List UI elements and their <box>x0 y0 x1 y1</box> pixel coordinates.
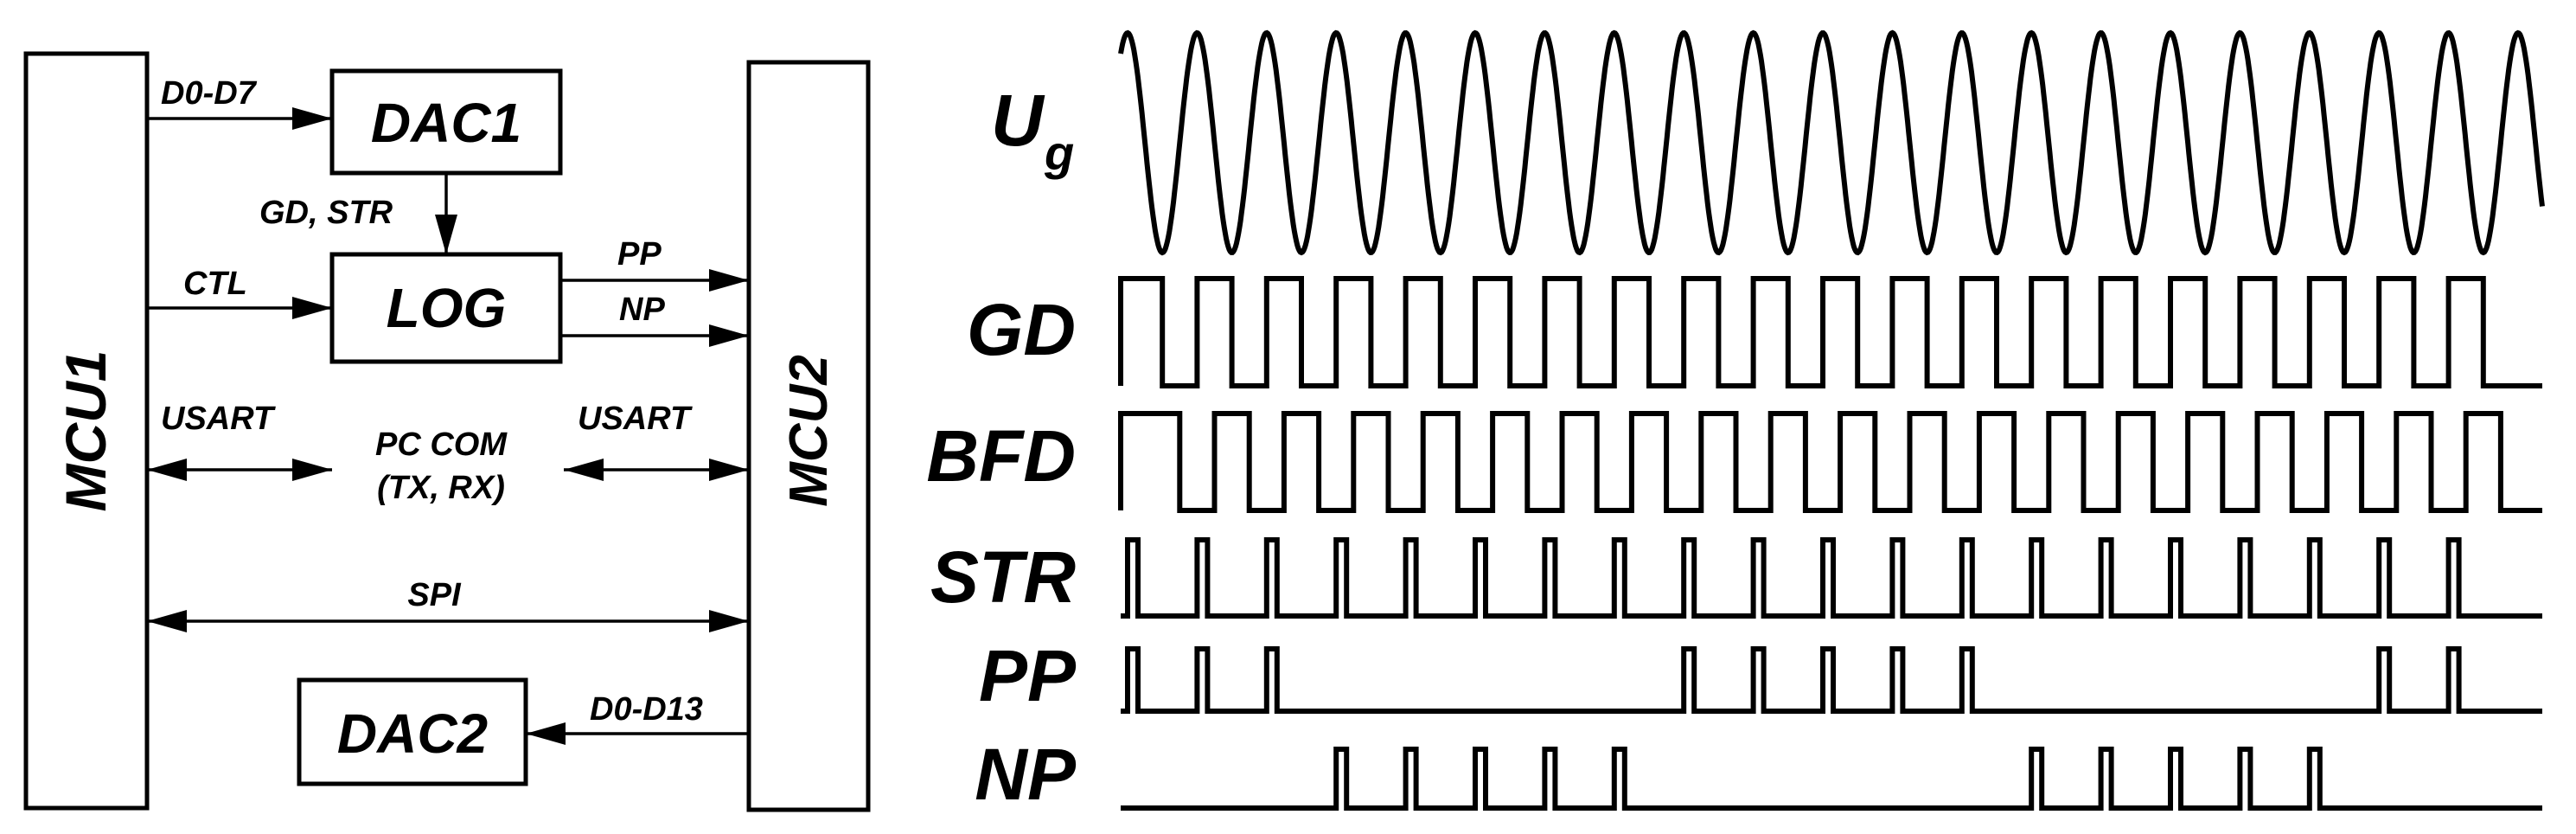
str-waveform <box>1121 537 2542 619</box>
pp-waveform <box>1121 646 2542 714</box>
dac2-label: DAC2 <box>337 702 488 765</box>
pc-com-sublabel: (TX, RX) <box>377 470 505 506</box>
np-label: NP <box>619 292 665 328</box>
mcu2-block <box>746 60 871 812</box>
np-waveform <box>1121 747 2542 811</box>
dac2-block <box>297 677 528 786</box>
dac1-label: DAC1 <box>371 92 521 154</box>
gd-trace-label: GD <box>967 289 1076 370</box>
d0-d7-label: D0-D7 <box>161 75 258 112</box>
usart-right-label: USART <box>578 401 693 437</box>
mcu1-label: MCU1 <box>54 350 118 511</box>
str-trace-label: STR <box>930 536 1076 618</box>
ug-subscript: g <box>1044 125 1074 180</box>
pp-trace-label: PP <box>979 635 1077 716</box>
trace-label-ug: U g <box>991 80 1074 180</box>
ctl-label: CTL <box>183 266 247 302</box>
pc-com-label: PC COM <box>375 427 508 463</box>
mcu1-block <box>23 51 150 811</box>
mcu2-label: MCU2 <box>779 355 839 507</box>
ug-label: U <box>991 80 1045 161</box>
usart-left-label: USART <box>161 401 276 437</box>
gd-str-label: GD, STR <box>259 195 393 231</box>
log-label: LOG <box>387 277 507 339</box>
log-block <box>329 252 563 364</box>
d0-d13-label: D0-D13 <box>590 691 703 728</box>
bfd-trace-label: BFD <box>926 415 1076 497</box>
spi-label: SPI <box>407 577 462 613</box>
block-diagram: MCU1 MCU2 DAC1 LOG DAC2 D0-D7 GD, STR CT… <box>23 51 871 812</box>
ug-waveform <box>1118 29 2545 256</box>
bfd-waveform <box>1118 411 2542 513</box>
timing-diagram: U g GD BFD STR PP NP <box>926 29 2545 815</box>
np-trace-label: NP <box>975 734 1077 815</box>
pp-label: PP <box>617 236 662 273</box>
gd-waveform <box>1118 276 2542 388</box>
